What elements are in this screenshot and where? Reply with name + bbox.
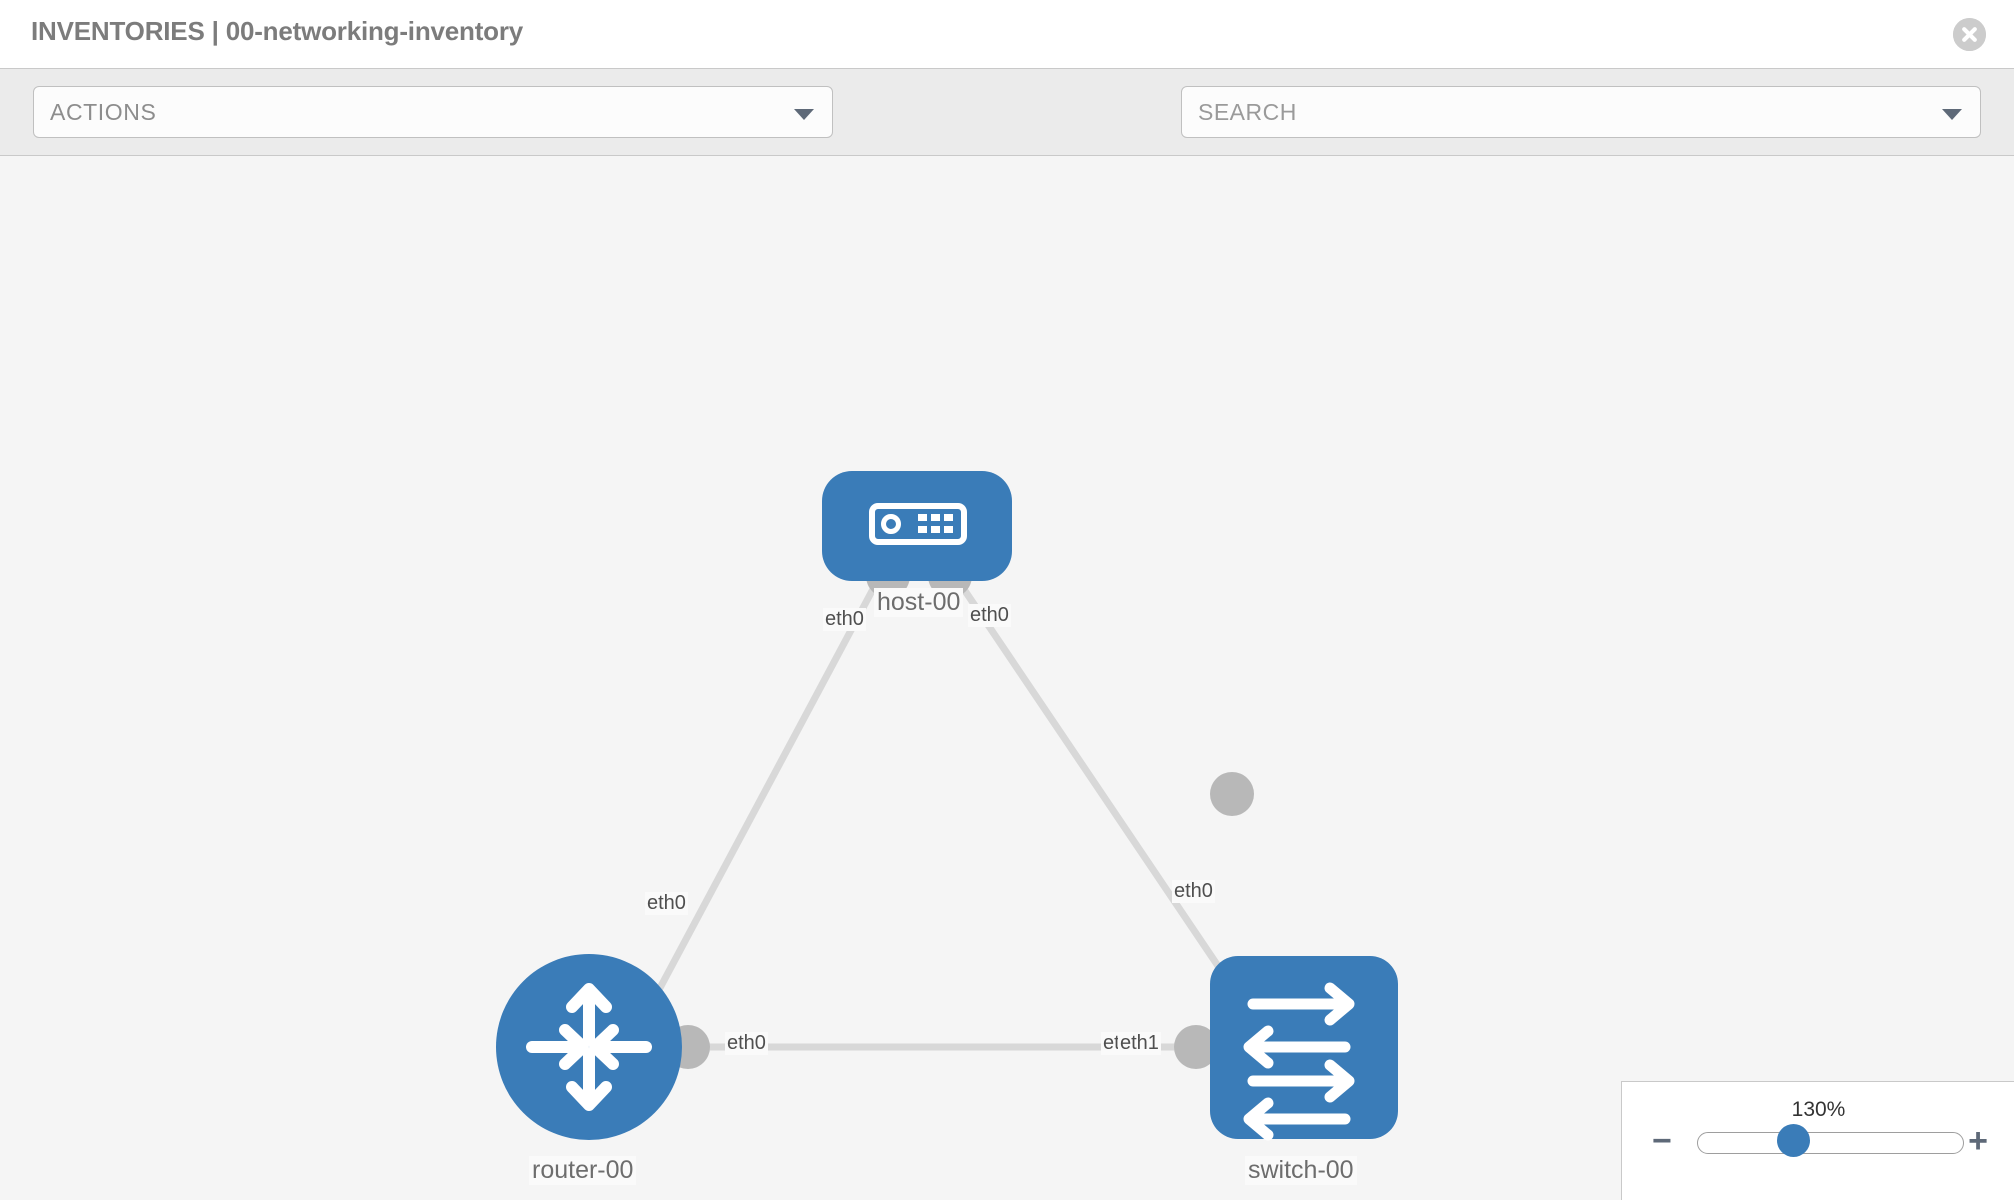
actions-dropdown-label: ACTIONS bbox=[50, 99, 157, 125]
zoom-slider-track[interactable] bbox=[1697, 1132, 1964, 1154]
topology-links bbox=[641, 574, 1248, 1051]
close-icon[interactable] bbox=[1953, 18, 1986, 51]
node-label-switch-00: switch-00 bbox=[1245, 1156, 1357, 1185]
zoom-level-label: 130% bbox=[1791, 1098, 1846, 1121]
chevron-down-icon bbox=[794, 109, 814, 120]
zoom-control: 130% − + bbox=[1621, 1081, 2014, 1200]
page-header: INVENTORIES | 00-networking-inventory bbox=[0, 0, 2014, 68]
chevron-down-icon bbox=[1942, 109, 1962, 120]
topology-node-host-00 bbox=[822, 471, 1012, 581]
port-label-router-right-eth0: eth0 bbox=[725, 1032, 768, 1055]
toolbar: ACTIONS SEARCH bbox=[0, 68, 2014, 194]
topology-node-router-00 bbox=[496, 954, 682, 1140]
topology-canvas[interactable]: host-00 router-00 switch-00 eth0 eth0 et… bbox=[0, 156, 2014, 1200]
port-label-switch-up-eth0: eth0 bbox=[1172, 880, 1215, 903]
zoom-slider-thumb[interactable] bbox=[1777, 1124, 1810, 1157]
node-label-router-00: router-00 bbox=[529, 1156, 637, 1185]
actions-dropdown[interactable]: ACTIONS bbox=[33, 86, 833, 138]
page-title: INVENTORIES | 00-networking-inventory bbox=[31, 16, 524, 46]
search-placeholder: SEARCH bbox=[1198, 99, 1297, 125]
node-label-host-00: host-00 bbox=[874, 588, 964, 617]
zoom-in-button[interactable]: + bbox=[1968, 1122, 1988, 1160]
port-label-switch-left-eth1: eth1 bbox=[1118, 1032, 1161, 1055]
port-label-host-left-eth0: eth0 bbox=[823, 608, 866, 631]
zoom-out-button[interactable]: − bbox=[1652, 1122, 1672, 1160]
topology-node-switch-00 bbox=[1210, 956, 1398, 1141]
port-label-router-up-eth0: eth0 bbox=[645, 892, 688, 915]
search-input[interactable]: SEARCH bbox=[1181, 86, 1981, 138]
port-label-host-right-eth0: eth0 bbox=[968, 604, 1011, 627]
